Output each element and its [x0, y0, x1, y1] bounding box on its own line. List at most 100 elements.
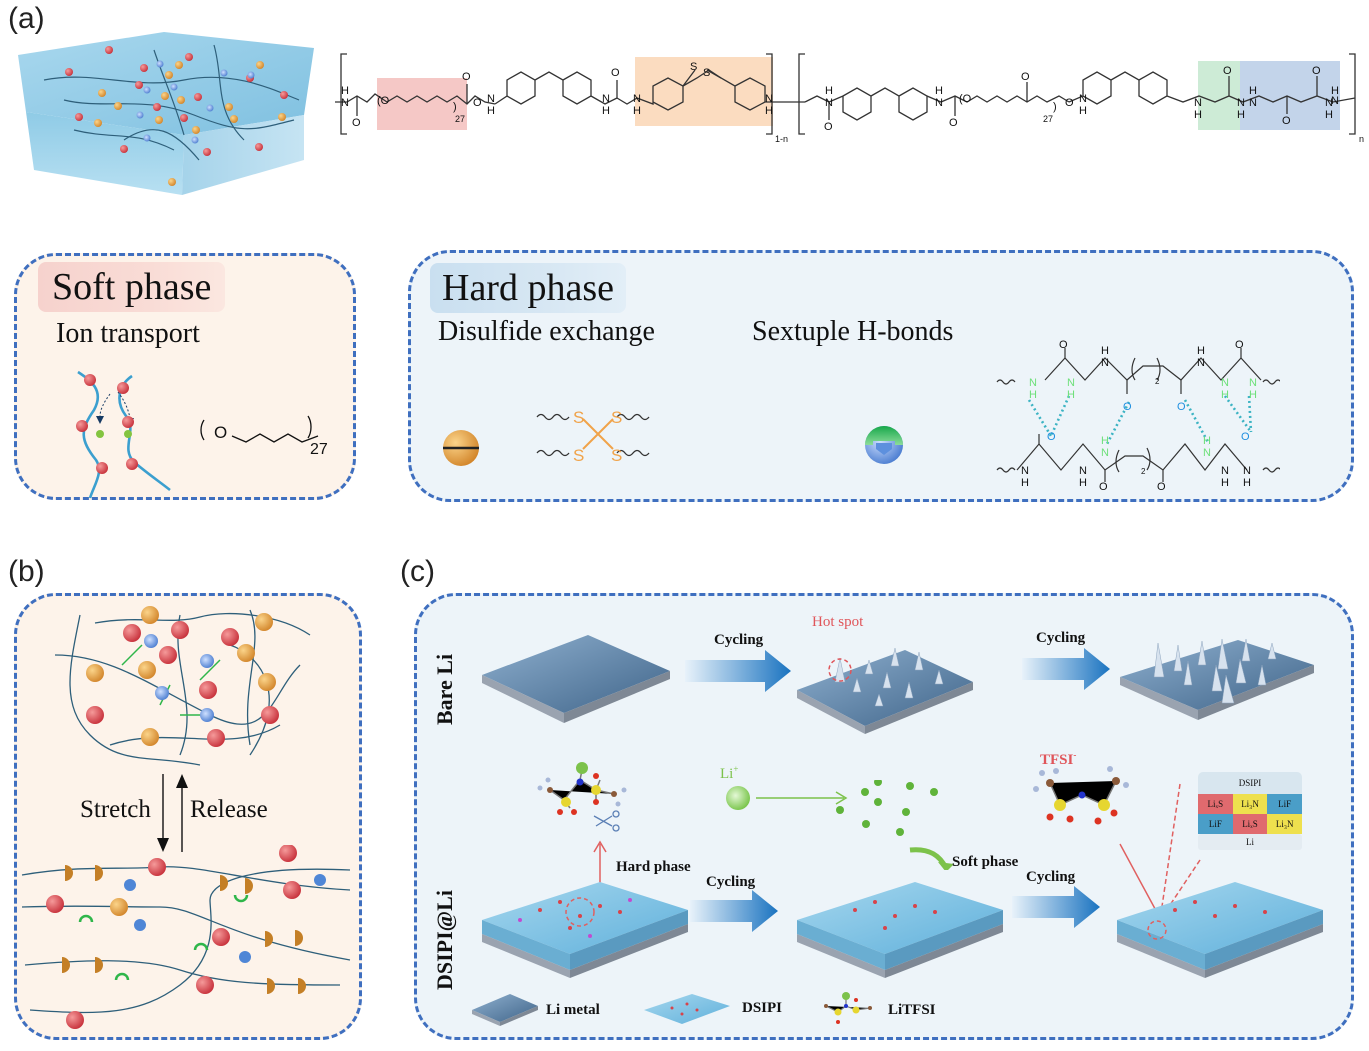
- svg-text:S: S: [611, 408, 622, 427]
- svg-text:H: H: [1243, 477, 1251, 489]
- orange-spheres: [94, 61, 286, 186]
- svg-text:S: S: [573, 446, 584, 465]
- dendrite-li-slab-2: [1120, 638, 1314, 720]
- sei-row-1: LiₓS Li₃N LiF: [1198, 794, 1303, 814]
- svg-text:N: N: [1237, 97, 1245, 109]
- legend-dsipi-label: DSIPI: [742, 1000, 783, 1016]
- svg-text:N: N: [1079, 465, 1087, 477]
- blue-units: [136, 60, 255, 144]
- svg-text:O: O: [1123, 401, 1132, 413]
- svg-text:27: 27: [310, 441, 328, 458]
- svg-text:H: H: [1194, 109, 1202, 121]
- legend-dsipi-icon: [644, 994, 730, 1024]
- bare-li-slab: [482, 635, 670, 723]
- disulfide-sphere-icon: [443, 430, 479, 466]
- svg-text:): ): [453, 101, 457, 113]
- svg-text:O: O: [949, 117, 958, 129]
- svg-text:H: H: [1221, 477, 1229, 489]
- svg-text:O: O: [352, 117, 361, 129]
- cycling-label-4: Cycling: [1026, 869, 1076, 885]
- cycling-arrow-2: [1022, 648, 1110, 690]
- svg-text:H: H: [633, 105, 641, 117]
- svg-text:H: H: [1249, 85, 1257, 97]
- svg-text:N: N: [1021, 465, 1029, 477]
- tfsi-label: TFSI-: [1040, 750, 1077, 768]
- cycling-label-3: Cycling: [706, 874, 756, 890]
- svg-text:N: N: [825, 97, 833, 109]
- svg-text:O: O: [1241, 431, 1250, 443]
- svg-text:(O: (O: [377, 95, 390, 107]
- hbond-unit-icon: [865, 426, 903, 464]
- tfsi-molecule: [1033, 766, 1129, 825]
- peg-repeat-unit: O 27: [200, 415, 328, 458]
- sei-dsipi-layer: DSIPI: [1198, 772, 1302, 798]
- sei-layer-inset: DSIPI LiₓS Li₃N LiF LiF LiₓS Li₃N Li: [1196, 772, 1306, 852]
- cycling-arrow-3: [690, 890, 778, 932]
- panel-b-box: [14, 593, 362, 1040]
- svg-text:H: H: [1203, 435, 1211, 447]
- svg-text:N: N: [765, 93, 773, 105]
- svg-text:H: H: [602, 105, 610, 117]
- svg-text:2: 2: [1155, 377, 1160, 386]
- disulfide-exchange-diagram: S S S S: [536, 408, 650, 465]
- svg-text:H: H: [1079, 477, 1087, 489]
- legend-litfsi-icon: [824, 992, 872, 1024]
- svg-text:H: H: [1249, 389, 1257, 401]
- svg-text:N: N: [935, 97, 943, 109]
- svg-text:O: O: [1065, 97, 1074, 109]
- legend-li-metal-label: Li metal: [546, 1002, 600, 1018]
- cycling-arrow-4: [1012, 886, 1100, 928]
- polymer-network-block: [18, 32, 314, 195]
- disulfide-exchange-label: Disulfide exchange: [438, 316, 655, 347]
- svg-text:H: H: [825, 85, 833, 97]
- soft-phase-label: Soft phase: [952, 854, 1019, 870]
- svg-text:O: O: [1235, 340, 1244, 351]
- stretch-release-arrows: [157, 774, 188, 852]
- svg-text:O: O: [473, 97, 482, 109]
- row-label-bare-li: Bare Li: [432, 653, 457, 725]
- svg-text:(O: (O: [959, 93, 972, 105]
- urea-segment-highlight: [1198, 61, 1240, 130]
- svg-text:N: N: [1101, 357, 1109, 369]
- svg-text:N: N: [1249, 377, 1257, 389]
- svg-text:S: S: [573, 408, 584, 427]
- svg-text:N: N: [1197, 357, 1205, 369]
- svg-text:H: H: [1101, 435, 1109, 447]
- svg-text:S: S: [703, 67, 710, 79]
- svg-text:H: H: [765, 105, 773, 117]
- cycling-label-2: Cycling: [1036, 630, 1086, 646]
- li-ion-label: Li+: [720, 764, 739, 782]
- sextuple-hbonds-label: Sextuple H-bonds: [752, 316, 954, 347]
- svg-text:N: N: [1029, 377, 1037, 389]
- svg-text:S: S: [611, 446, 622, 465]
- svg-text:O: O: [1059, 340, 1068, 351]
- panel-b-label: (b): [8, 555, 45, 588]
- panel-a-label: (a): [8, 2, 45, 35]
- svg-text:O: O: [824, 121, 833, 133]
- peg-subscript-1: 27: [455, 114, 465, 124]
- litfsi-molecule-with-scissors: [537, 762, 627, 832]
- svg-text:2: 2: [1141, 467, 1146, 476]
- svg-text:N: N: [602, 93, 610, 105]
- svg-text:N: N: [1249, 97, 1257, 109]
- svg-text:H: H: [1079, 105, 1087, 117]
- relaxed-network-illustration: [54, 606, 311, 766]
- svg-text:H: H: [1197, 345, 1205, 357]
- svg-text:N: N: [1221, 465, 1229, 477]
- svg-text:O: O: [1223, 65, 1232, 77]
- cycling-arrow-1: [685, 650, 791, 692]
- svg-text:H: H: [1067, 389, 1075, 401]
- svg-text:O: O: [1312, 65, 1321, 77]
- legend-li-metal-icon: [472, 994, 538, 1026]
- svg-text:H: H: [1101, 345, 1109, 357]
- repeat-subscript-1-n: 1-n: [775, 134, 788, 144]
- row-label-dsipi-li: DSIPI@Li: [432, 890, 457, 990]
- stretched-network-illustration: [21, 845, 351, 1029]
- svg-text:H: H: [341, 85, 349, 97]
- svg-text:O: O: [1021, 71, 1030, 83]
- cycling-label-1: Cycling: [714, 632, 764, 648]
- soft-phase-title: Soft phase: [38, 262, 226, 312]
- release-label: Release: [190, 796, 268, 823]
- svg-text:N: N: [1243, 465, 1251, 477]
